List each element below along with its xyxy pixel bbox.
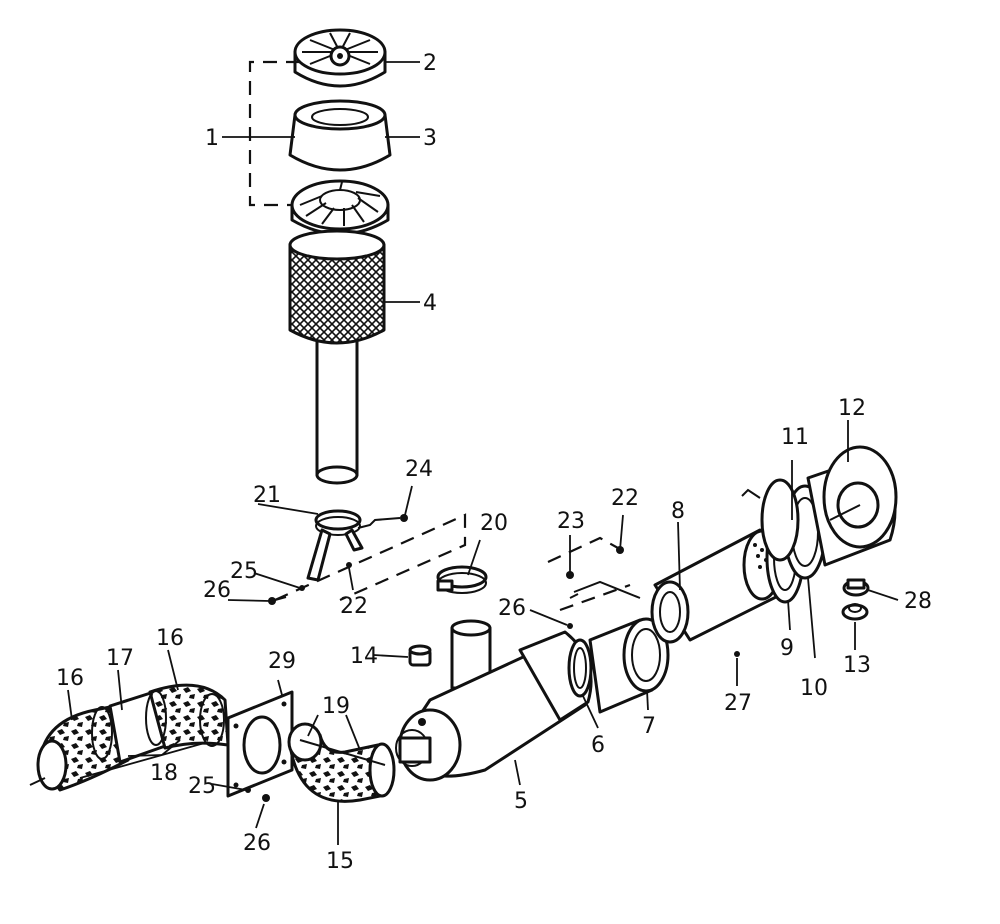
callout-26-left: 26 — [203, 578, 231, 603]
precleaner-cone-part — [288, 99, 392, 172]
leader-lines — [67, 61, 899, 845]
callout-15: 15 — [326, 849, 354, 874]
precleaner-cap-part — [293, 28, 387, 88]
callout-29: 29 — [268, 649, 296, 674]
callout-21: 21 — [253, 483, 281, 508]
callout-25-lower: 25 — [188, 774, 216, 799]
vane-ring-part — [290, 179, 390, 236]
callout-5: 5 — [514, 789, 528, 814]
callout-4: 4 — [423, 291, 437, 316]
callout-13: 13 — [843, 653, 871, 678]
assembly-guide-lines — [248, 60, 631, 612]
callout-22-right: 22 — [611, 486, 639, 511]
callout-7: 7 — [642, 714, 656, 739]
inner-element-sleeve-part — [569, 580, 670, 714]
callout-28: 28 — [904, 589, 932, 614]
callout-17: 17 — [106, 646, 134, 671]
callout-9: 9 — [780, 636, 794, 661]
callout-27: 27 — [724, 691, 752, 716]
callout-26-middle: 26 — [498, 596, 526, 621]
main-filter-element-part — [650, 528, 784, 644]
callout-20: 20 — [480, 511, 508, 536]
elbow-hose-part — [287, 722, 396, 803]
end-cover-part — [806, 445, 898, 567]
callout-8: 8 — [671, 499, 685, 524]
callout-22-left: 22 — [340, 594, 368, 619]
pipe-clamp-bracket-part — [306, 509, 408, 582]
mounting-flange-part — [226, 690, 294, 798]
callout-24: 24 — [405, 457, 433, 482]
callout-1: 1 — [205, 126, 219, 151]
callout-23: 23 — [557, 509, 585, 534]
callout-18: 18 — [150, 761, 178, 786]
plug-cap-part — [408, 644, 432, 667]
callout-16-left: 16 — [56, 666, 84, 691]
filter-cartridge-part — [288, 229, 386, 485]
band-clamp-part — [741, 478, 800, 562]
gasket-ring-part — [567, 638, 593, 698]
callout-2: 2 — [423, 51, 437, 76]
callout-19: 19 — [322, 694, 350, 719]
hose-clamp-part — [436, 565, 488, 594]
callout-12: 12 — [838, 396, 866, 421]
intake-hose-assembly-part — [29, 683, 230, 792]
callout-11: 11 — [781, 425, 809, 450]
valve-fitting-part — [842, 578, 870, 597]
callout-14: 14 — [350, 644, 378, 669]
callout-25-upper: 25 — [230, 559, 258, 584]
callout-6: 6 — [591, 733, 605, 758]
main-housing-part — [395, 619, 593, 782]
callout-16-right: 16 — [156, 626, 184, 651]
callout-3: 3 — [423, 126, 437, 151]
dust-valve-part — [841, 603, 869, 621]
callout-10: 10 — [800, 676, 828, 701]
callout-26-lower: 26 — [243, 831, 271, 856]
callout-labels: 1 2 3 4 5 6 7 8 9 10 11 12 13 14 15 16 1… — [56, 51, 932, 874]
